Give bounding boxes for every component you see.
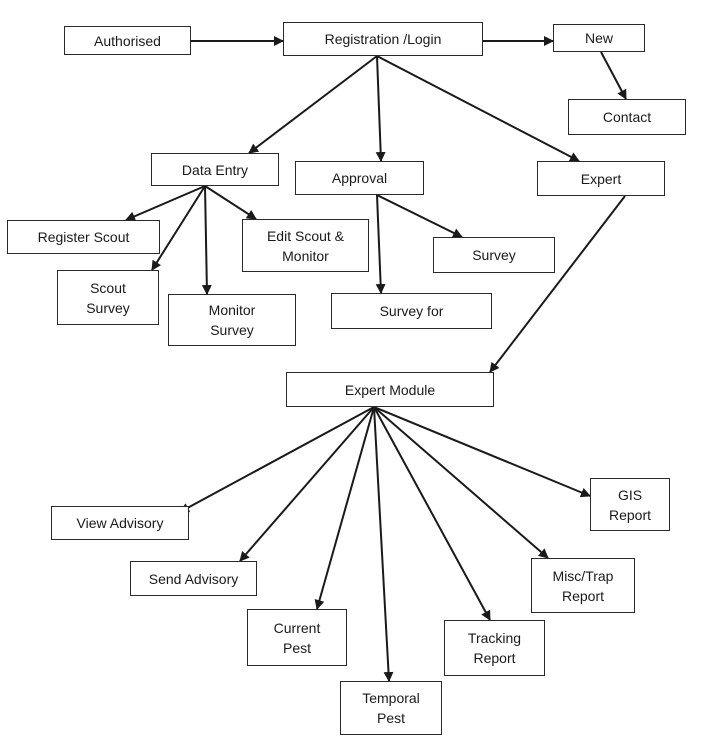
- node-misc-trap-report: Misc/Trap Report: [531, 558, 635, 613]
- arrow-data-entry-to-edit-scout: [204, 185, 257, 220]
- arrow-expert-module-to-view-advisory: [179, 406, 375, 513]
- arrow-expert-module-to-current-pest: [314, 406, 375, 610]
- arrow-expert-module-to-misc-trap-report: [373, 406, 549, 559]
- arrow-approval-to-survey: [376, 194, 463, 238]
- arrow-data-entry-to-scout-survey: [151, 185, 206, 271]
- arrow-registration-to-approval: [375, 55, 386, 162]
- arrow-expert-module-to-gis-report: [373, 406, 591, 498]
- arrow-registration-to-data-entry: [248, 55, 378, 154]
- node-survey: Survey: [433, 237, 555, 273]
- node-send-advisory: Send Advisory: [130, 561, 257, 596]
- node-survey-for: Survey for: [331, 293, 492, 329]
- node-edit-scout-monitor: Edit Scout & Monitor: [242, 219, 369, 272]
- node-data-entry: Data Entry: [151, 153, 279, 186]
- node-temporal-pest: Temporal Pest: [340, 681, 442, 735]
- arrow-expert-module-to-temporal-pest: [373, 406, 394, 682]
- arrow-registration-to-expert: [376, 55, 580, 162]
- node-monitor-survey: Monitor Survey: [168, 294, 296, 346]
- node-view-advisory: View Advisory: [51, 506, 189, 540]
- arrow-expert-to-expert-module: [489, 195, 626, 373]
- arrow-data-entry-to-monitor-survey: [201, 185, 212, 295]
- node-tracking-report: Tracking Report: [444, 620, 545, 676]
- node-registration-login: Registration /Login: [283, 22, 483, 56]
- node-expert-module: Expert Module: [286, 372, 494, 407]
- arrow-expert-module-to-tracking-report: [373, 406, 491, 621]
- node-register-scout: Register Scout: [7, 220, 160, 254]
- node-contact: Contact: [568, 99, 686, 135]
- arrow-approval-to-survey-for: [375, 194, 386, 294]
- arrow-expert-module-to-send-advisory: [239, 406, 375, 562]
- node-approval: Approval: [295, 161, 424, 195]
- node-authorised: Authorised: [64, 26, 191, 55]
- node-new: New: [553, 24, 645, 52]
- node-scout-survey: Scout Survey: [57, 270, 159, 325]
- node-gis-report: GIS Report: [590, 478, 670, 531]
- node-current-pest: Current Pest: [247, 609, 347, 666]
- node-expert: Expert: [537, 161, 665, 196]
- arrow-new-to-contact: [600, 51, 627, 100]
- arrow-data-entry-to-register-scout: [125, 185, 206, 222]
